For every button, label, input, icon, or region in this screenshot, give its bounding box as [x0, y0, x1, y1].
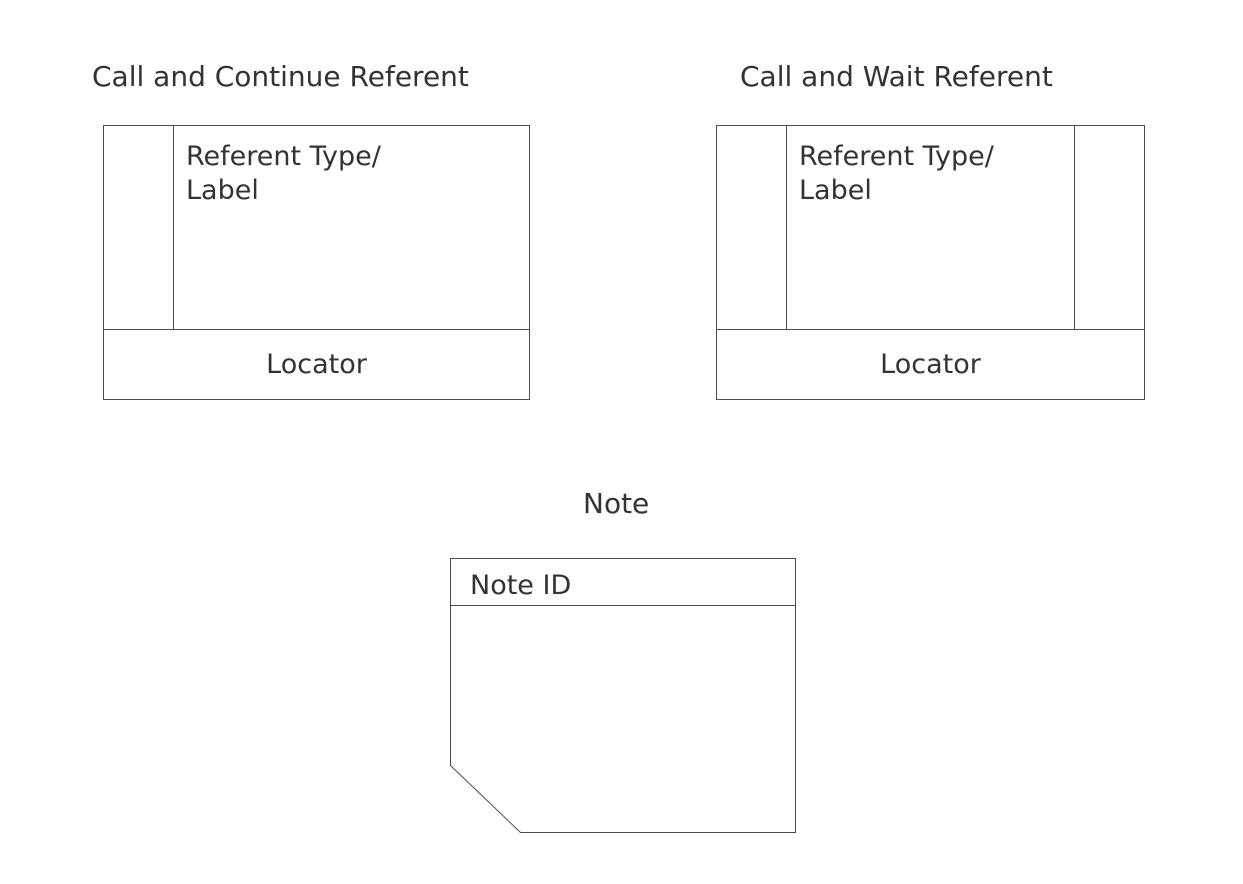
referent-locator-row: Locator — [104, 329, 529, 399]
referent-left-column — [104, 126, 174, 329]
referent-right-column — [1074, 126, 1144, 329]
referent-type-label-line-1: Referent Type/ — [186, 141, 381, 172]
referent-body-row: Referent Type/ Label — [104, 126, 529, 329]
referent-left-column — [717, 126, 787, 329]
referent-type-label-line-2: Label — [186, 175, 259, 206]
shape-title-call-and-wait-referent: Call and Wait Referent — [740, 60, 1053, 93]
note-outline-icon — [450, 558, 796, 833]
shape-call-and-wait-referent[interactable]: Referent Type/ Label Locator — [716, 125, 1145, 400]
note-id-label: Note ID — [470, 570, 572, 601]
shape-title-call-and-continue-referent: Call and Continue Referent — [92, 60, 469, 93]
referent-body-row: Referent Type/ Label — [717, 126, 1144, 329]
shape-title-note: Note — [583, 487, 650, 520]
referent-type-label-line-2: Label — [799, 175, 872, 206]
referent-type-label-line-1: Referent Type/ — [799, 141, 994, 172]
referent-type-label-cell: Referent Type/ Label — [174, 126, 529, 329]
shape-note[interactable]: Note ID — [450, 558, 796, 833]
shape-call-and-continue-referent[interactable]: Referent Type/ Label Locator — [103, 125, 530, 400]
referent-type-label-cell: Referent Type/ Label — [787, 126, 1074, 329]
referent-locator-row: Locator — [717, 329, 1144, 399]
note-body-area[interactable] — [451, 606, 795, 832]
